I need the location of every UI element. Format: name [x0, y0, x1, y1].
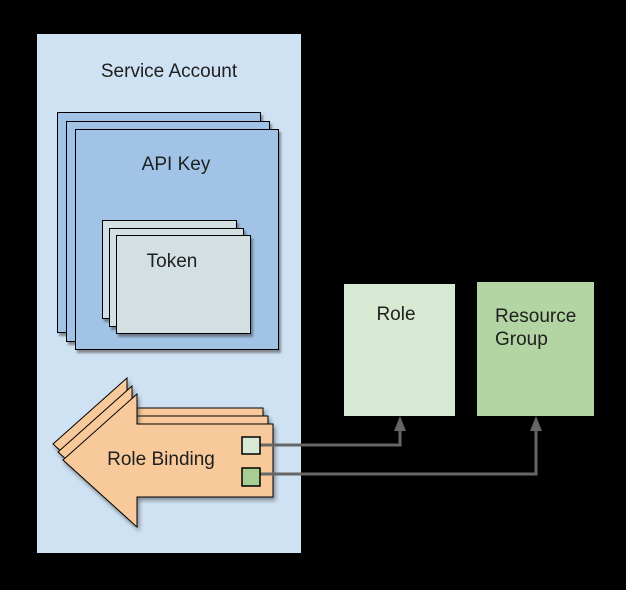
role-binding-arrow-front	[62, 392, 274, 529]
connector-resource-group-arrowhead	[530, 416, 542, 431]
service-account-label: Service Account	[100, 61, 238, 82]
role-binding-label: Role Binding	[107, 449, 215, 470]
token-card-front	[116, 235, 251, 334]
connector-role-arrowhead	[394, 416, 406, 431]
resource-group-box	[477, 282, 594, 416]
connector-role-line	[260, 430, 402, 447]
api-key-label: API Key	[141, 154, 211, 175]
connector-resource-group-line	[260, 430, 538, 476]
role-binding-port-role	[241, 436, 261, 455]
role-label: Role	[376, 304, 416, 325]
role-box	[344, 284, 455, 416]
resource-group-label: Resource Group	[495, 306, 577, 350]
role-binding-port-resource-group	[241, 467, 261, 487]
token-label: Token	[146, 251, 198, 272]
